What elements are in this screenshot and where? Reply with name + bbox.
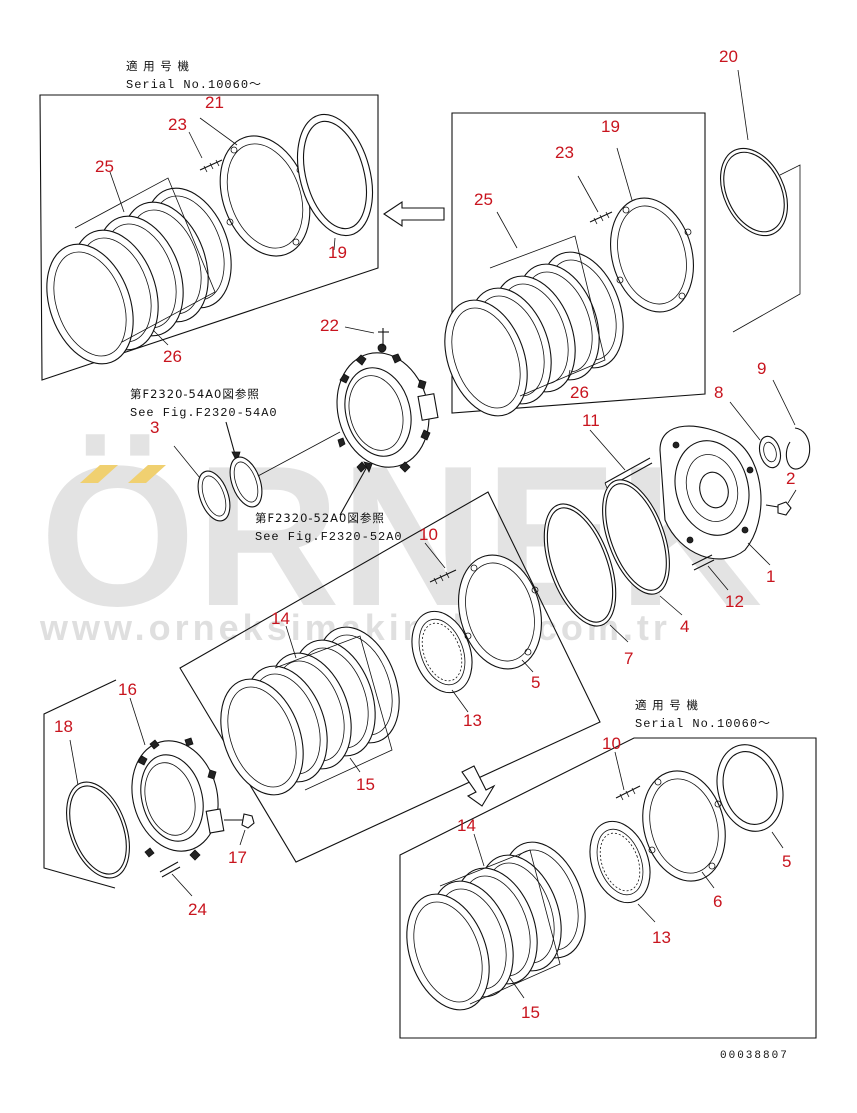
ring-5-bottom-right — [716, 744, 784, 832]
part-label-24: 24 — [188, 900, 207, 919]
bracket-25-top-right — [489, 235, 606, 397]
part-label-14-center: 14 — [271, 609, 290, 628]
part-label-26-top-right: 26 — [570, 383, 589, 402]
snap-ring-20: 20 — [719, 47, 801, 333]
arrow-down-icon — [461, 765, 496, 807]
housing-22: 22 — [320, 316, 439, 473]
serial-note-jp-top-left: 適 用 号 機 — [126, 59, 190, 73]
snap-ring-9: 9 — [757, 359, 811, 470]
part-label-1: 1 — [766, 567, 775, 586]
serial-note-en-top-left: Serial No.10060～ — [126, 78, 262, 92]
bolt-17: 17 — [224, 813, 255, 867]
part-label-5-center: 5 — [531, 673, 540, 692]
part-label-11: 11 — [582, 411, 600, 430]
bracket-14-bottom-right — [439, 849, 561, 1005]
group-top-right: 19 23 25 26 — [444, 112, 706, 417]
part-label-18: 18 — [54, 717, 73, 736]
piston-plate-6 — [642, 770, 726, 882]
part-label-23-top-right: 23 — [555, 143, 574, 162]
ring-4: 4 — [602, 479, 689, 636]
ref-note-en-54A0: See Fig.F2320-54A0 — [130, 406, 278, 420]
watermark-accent-left — [80, 465, 118, 483]
pin-11: 11 — [582, 411, 653, 489]
part-label-19-top-right: 19 — [601, 117, 620, 136]
part-label-26-top-left: 26 — [163, 347, 182, 366]
ref-note-jp-54A0: 第F2320-54A0図参照 — [130, 387, 260, 401]
group-center: 10 14 5 13 15 — [179, 491, 601, 863]
watermark-accent-right — [128, 465, 166, 483]
part-label-5-bottom-right: 5 — [782, 852, 791, 871]
part-label-15-bottom-right: 15 — [521, 1003, 540, 1022]
group-bottom-right-frame — [399, 737, 817, 1039]
part-label-2: 2 — [786, 469, 795, 488]
part-label-25-top-left: 25 — [95, 157, 114, 176]
arrow-left-icon — [383, 200, 445, 228]
ring-7: 7 — [543, 503, 633, 668]
group-bottom-right: 適 用 号 機 Serial No.10060～ — [399, 698, 817, 1039]
plate-pack-top-left — [46, 187, 232, 365]
part-label-17: 17 — [228, 848, 247, 867]
part-label-15-center: 15 — [356, 775, 375, 794]
reference-note-52A0: 第F2320-52A0図参照 See Fig.F2320-52A0 — [255, 461, 403, 544]
group-bottom-left-frame — [43, 679, 117, 889]
plate-pack-bottom-right — [406, 841, 586, 1011]
part-label-10-center: 10 — [419, 525, 438, 544]
piston-plate-5-center — [457, 554, 543, 670]
bolt-23-top-right — [589, 211, 613, 225]
seal-ring-3: 3 — [150, 418, 341, 522]
ref-note-jp-52A0: 第F2320-52A0図参照 — [255, 511, 385, 525]
ring-18: 18 — [54, 717, 130, 879]
ring-19-top-left — [297, 113, 373, 237]
housing-1: 1 — [659, 425, 775, 586]
serial-note-en-bottom-right: Serial No.10060～ — [635, 717, 771, 731]
part-label-3: 3 — [150, 418, 159, 437]
part-label-12: 12 — [725, 592, 744, 611]
bolt-23-top-left — [199, 159, 223, 173]
plate-pack-center — [220, 626, 400, 796]
plate-pack-top-right — [444, 251, 624, 417]
part-label-25-top-right: 25 — [474, 190, 493, 209]
bracket-14-center — [274, 635, 393, 791]
hub-13-center — [411, 610, 473, 694]
bolt-10-center — [429, 569, 457, 585]
part-label-14-bottom-right: 14 — [457, 816, 476, 835]
part-label-9: 9 — [757, 359, 766, 378]
housing-16: 16 — [118, 680, 225, 861]
part-label-23-top-left: 23 — [168, 115, 187, 134]
part-label-19-top-left: 19 — [328, 243, 347, 262]
part-label-6: 6 — [713, 892, 722, 911]
part-label-10-bottom-right: 10 — [602, 734, 621, 753]
part-label-20: 20 — [719, 47, 738, 66]
group-top-left-frame — [39, 94, 379, 381]
part-label-16: 16 — [118, 680, 137, 699]
bracket-25-top-left — [74, 177, 216, 343]
reference-note-54A0: 第F2320-54A0図参照 See Fig.F2320-54A0 — [130, 387, 278, 464]
bearing-8: 8 — [714, 383, 782, 469]
part-label-21: 21 — [205, 93, 224, 112]
serial-note-jp-bottom-right: 適 用 号 機 — [635, 698, 699, 712]
drawing-code: 00038807 — [720, 1050, 789, 1062]
pin-24: 24 — [159, 861, 207, 919]
group-top-left: 適 用 号 機 Serial No.10060～ — [39, 59, 379, 381]
ref-note-en-52A0: See Fig.F2320-52A0 — [255, 530, 403, 544]
piston-plate-19-top-right — [609, 197, 695, 313]
part-label-13-center: 13 — [463, 711, 482, 730]
part-label-4: 4 — [680, 617, 689, 636]
bolt-10-bottom-right — [615, 785, 641, 801]
part-label-22: 22 — [320, 316, 339, 335]
hub-13-bottom-right — [589, 820, 651, 904]
bolt-2: 2 — [765, 469, 797, 516]
group-center-frame — [179, 491, 601, 863]
part-label-13-bottom-right: 13 — [652, 928, 671, 947]
part-label-7: 7 — [624, 649, 633, 668]
group-bottom-left: 16 18 17 24 — [43, 679, 255, 919]
pin-12: 12 — [691, 554, 744, 611]
part-label-8: 8 — [714, 383, 723, 402]
